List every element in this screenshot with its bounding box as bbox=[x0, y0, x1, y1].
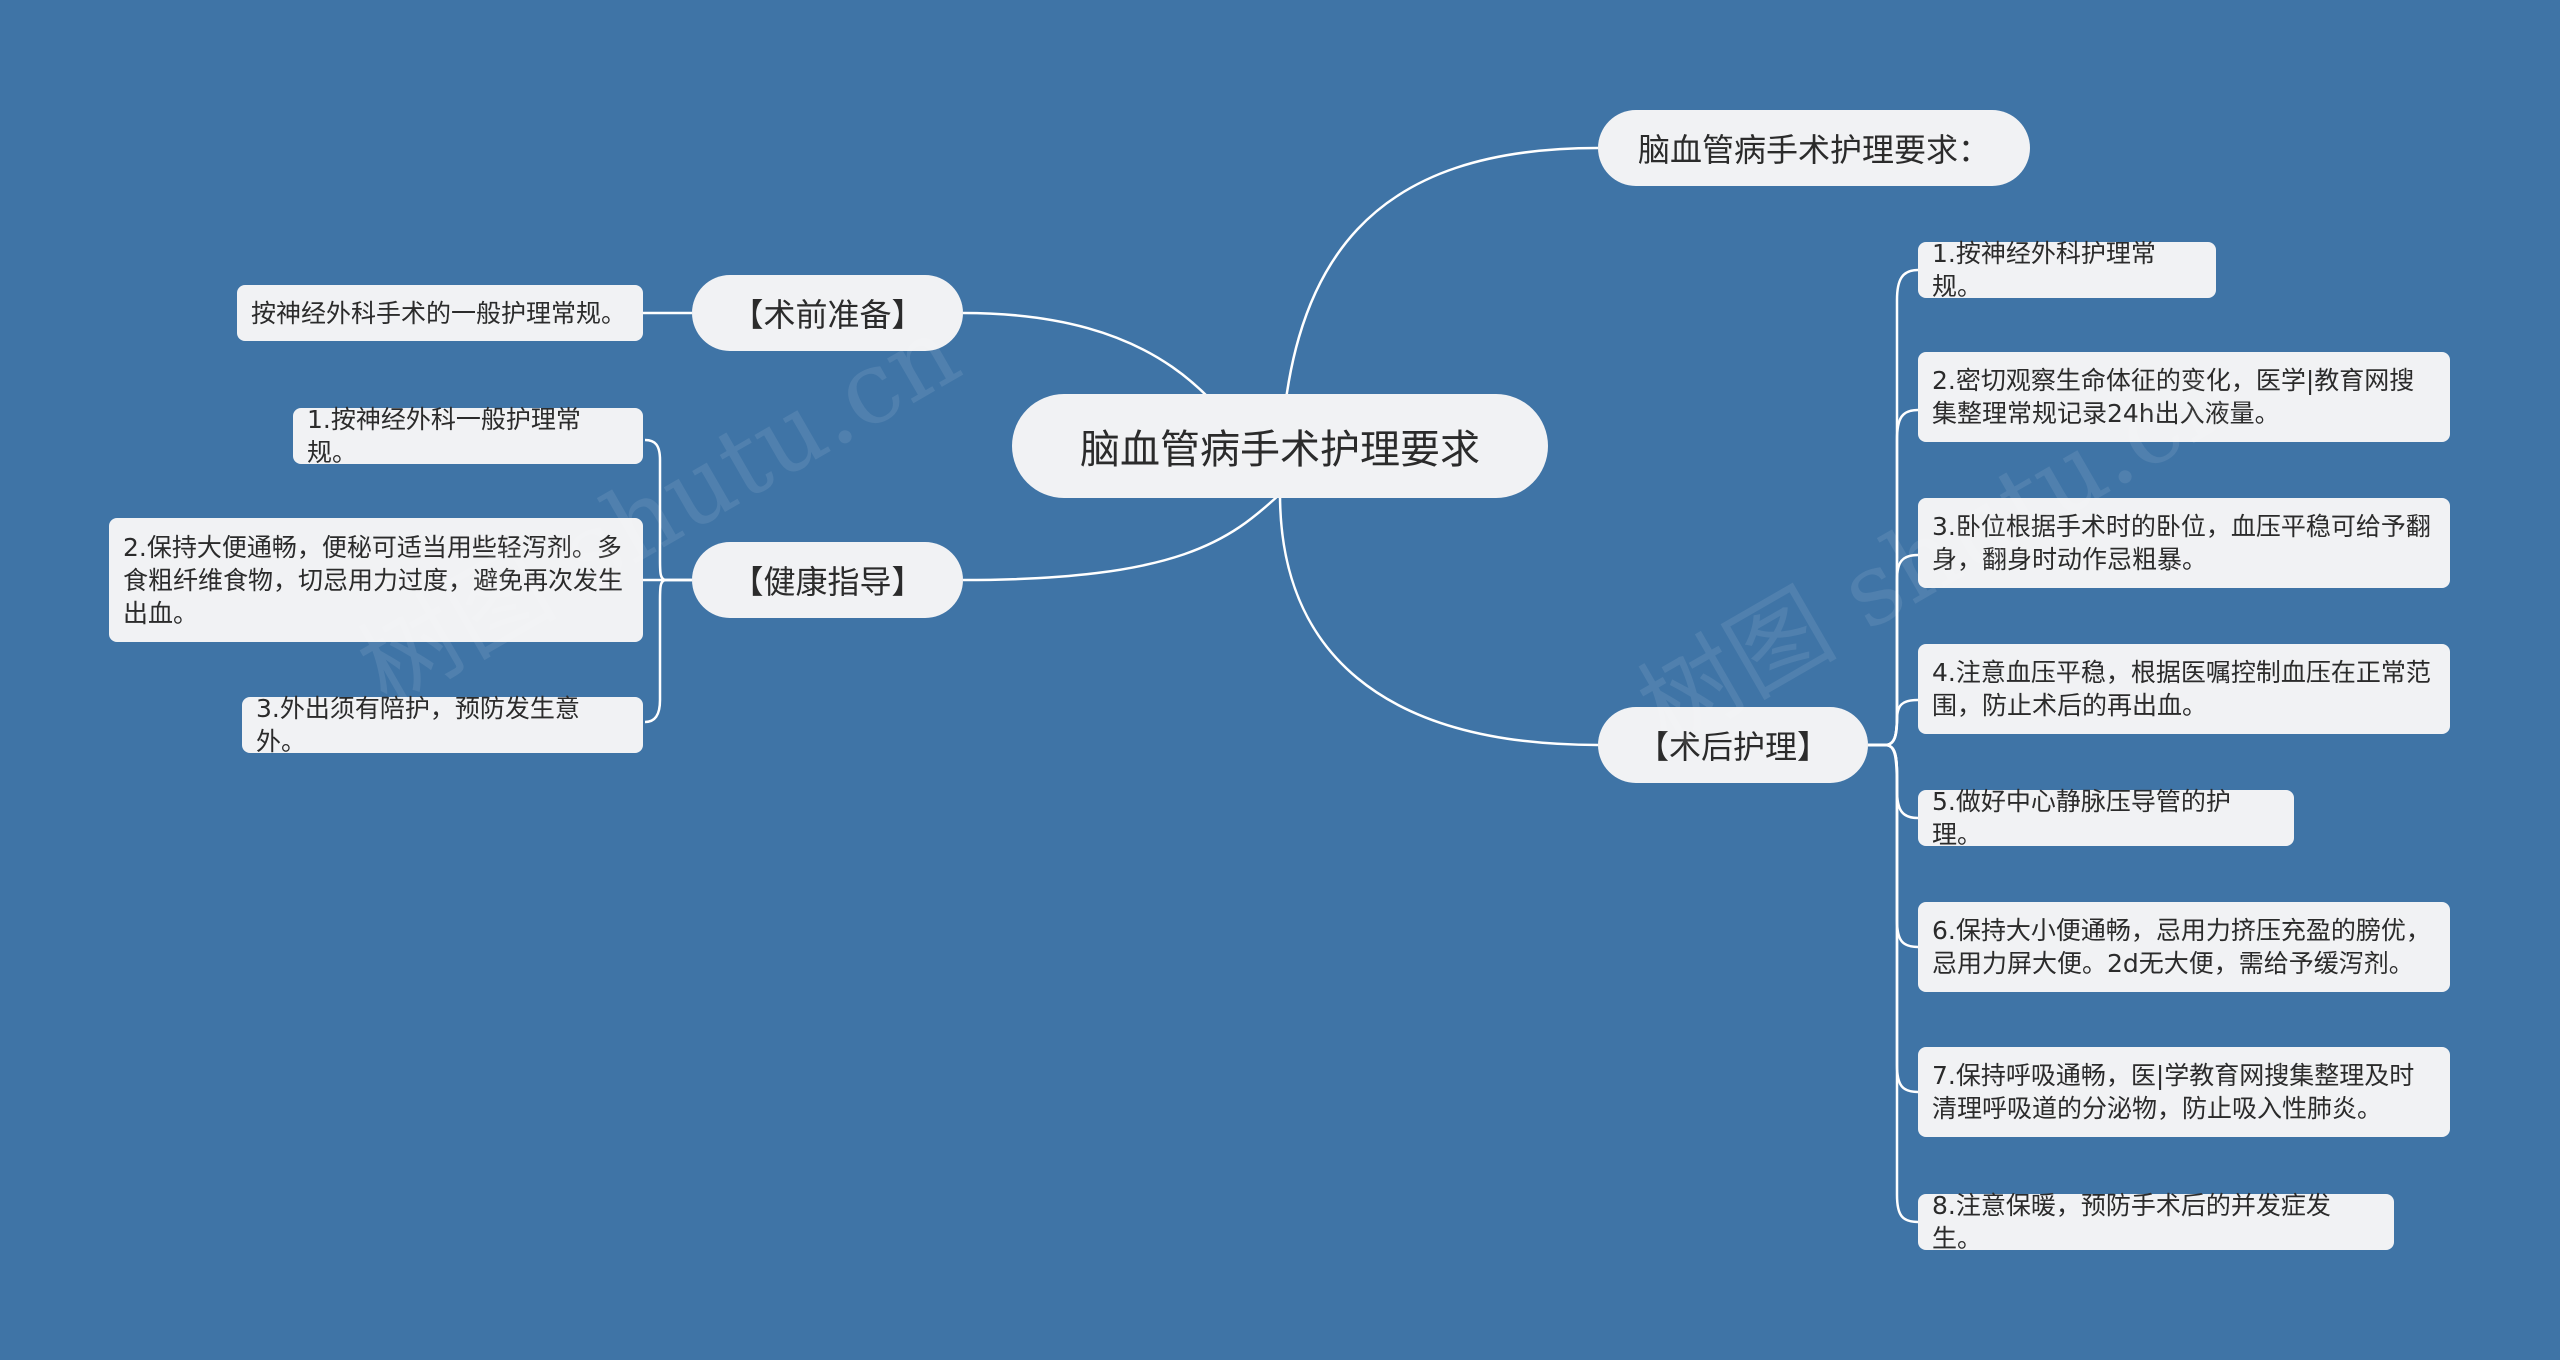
branch-postop[interactable]: 【术后护理】 bbox=[1598, 707, 1868, 783]
preop-leaf-1[interactable]: 按神经外科手术的一般护理常规。 bbox=[237, 285, 643, 341]
health-leaf-3[interactable]: 3.外出须有陪护，预防发生意外。 bbox=[242, 694, 643, 756]
link-postop-leaf3 bbox=[1868, 553, 1919, 747]
link-postop-leaf2 bbox=[1868, 408, 1919, 747]
link-postop-leaf4 bbox=[1868, 698, 1919, 747]
link-postop-leaf7 bbox=[1868, 743, 1919, 1094]
postop-leaf-4[interactable]: 4.注意血压平稳，根据医嘱控制血压在正常范围，防止术后的再出血。 bbox=[1918, 644, 2450, 734]
branch-summary[interactable]: 脑血管病手术护理要求： bbox=[1598, 110, 2030, 186]
health-leaf-1[interactable]: 1.按神经外科一般护理常规。 bbox=[293, 405, 643, 467]
link-health-leaf1 bbox=[644, 438, 692, 582]
postop-leaf-1[interactable]: 1.按神经外科护理常规。 bbox=[1918, 239, 2216, 301]
postop-leaf-7[interactable]: 7.保持呼吸通畅，医|学教育网搜集整理及时清理呼吸道的分泌物，防止吸入性肺炎。 bbox=[1918, 1047, 2450, 1137]
link-root-health bbox=[962, 493, 1281, 582]
branch-health[interactable]: 【健康指导】 bbox=[692, 542, 963, 618]
branch-preop[interactable]: 【术前准备】 bbox=[692, 275, 963, 351]
health-leaf-2[interactable]: 2.保持大便通畅，便秘可适当用些轻泻剂。多食粗纤维食物，切忌用力过度，避免再次发… bbox=[109, 518, 643, 642]
postop-leaf-3[interactable]: 3.卧位根据手术时的卧位，血压平稳可给予翻身，翻身时动作忌粗暴。 bbox=[1918, 498, 2450, 588]
link-postop-leaf8 bbox=[1868, 743, 1919, 1224]
link-postop-leaf1 bbox=[1868, 268, 1919, 747]
postop-leaf-2[interactable]: 2.密切观察生命体征的变化，医学|教育网搜集整理常规记录24h出入液量。 bbox=[1918, 352, 2450, 442]
link-health-leaf3 bbox=[644, 578, 692, 724]
root-node[interactable]: 脑血管病手术护理要求 bbox=[1012, 394, 1548, 498]
link-postop-leaf5 bbox=[1868, 743, 1919, 820]
postop-leaf-6[interactable]: 6.保持大小便通畅，忌用力挤压充盈的膀优，忌用力屏大便。2d无大便，需给予缓泻剂… bbox=[1918, 902, 2450, 992]
postop-leaf-5[interactable]: 5.做好中心静脉压导管的护理。 bbox=[1918, 787, 2294, 849]
link-root-postop bbox=[1278, 493, 1599, 747]
link-postop-leaf6 bbox=[1868, 743, 1919, 949]
postop-leaf-8[interactable]: 8.注意保暖，预防手术后的并发症发生。 bbox=[1918, 1191, 2394, 1253]
